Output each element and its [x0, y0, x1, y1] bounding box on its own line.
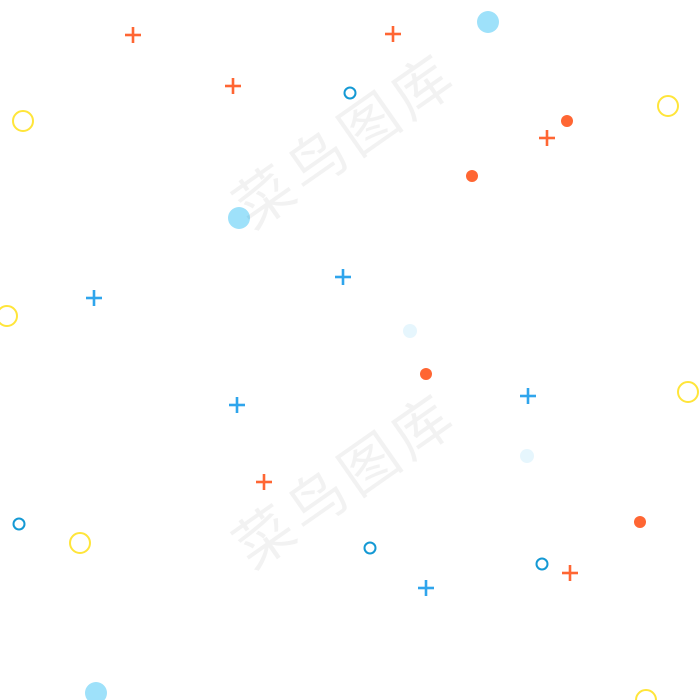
- plus-icon: [229, 397, 245, 413]
- ring-icon: [657, 95, 679, 117]
- plus-icon: [385, 26, 401, 42]
- dot-icon: [466, 170, 478, 182]
- dot-icon: [228, 207, 250, 229]
- plus-icon: [539, 130, 555, 146]
- dot-icon: [520, 449, 534, 463]
- dot-icon: [403, 324, 417, 338]
- ring-icon: [343, 86, 357, 100]
- ring-icon: [363, 541, 377, 555]
- plus-icon: [256, 474, 272, 490]
- ring-icon: [677, 381, 699, 403]
- ring-icon: [12, 110, 34, 132]
- ring-icon: [12, 517, 26, 531]
- ring-icon: [535, 557, 549, 571]
- dot-icon: [85, 682, 107, 700]
- plus-icon: [225, 78, 241, 94]
- plus-icon: [125, 27, 141, 43]
- dot-icon: [420, 368, 432, 380]
- plus-icon: [86, 290, 102, 306]
- plus-icon: [562, 565, 578, 581]
- plus-icon: [418, 580, 434, 596]
- ring-icon: [635, 689, 657, 700]
- dot-icon: [634, 516, 646, 528]
- plus-icon: [335, 269, 351, 285]
- dot-icon: [561, 115, 573, 127]
- ring-icon: [69, 532, 91, 554]
- dot-icon: [477, 11, 499, 33]
- plus-icon: [520, 388, 536, 404]
- ring-icon: [0, 305, 18, 327]
